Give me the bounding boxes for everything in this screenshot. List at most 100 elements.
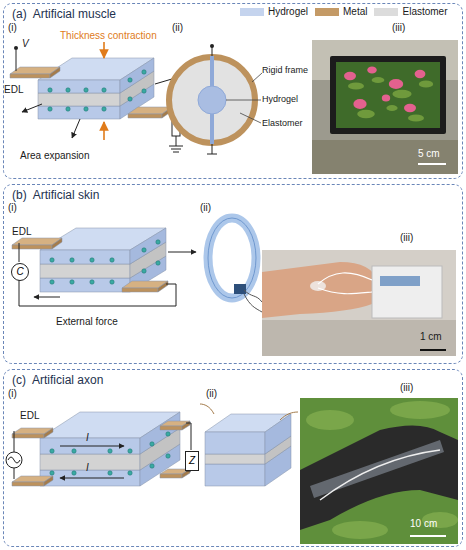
- slab-front: [128, 114, 162, 118]
- section-panel: (b)Artificial skinC: [3, 184, 463, 364]
- slab-front: [205, 432, 265, 454]
- ion-dot: [48, 88, 52, 92]
- arrow: [103, 42, 105, 58]
- ion-dot: [66, 88, 70, 92]
- wire: [244, 294, 262, 312]
- leader-line: [240, 113, 261, 123]
- legend-item: Metal: [315, 6, 367, 17]
- panel-heading: (a) Artificial muscle: [12, 7, 116, 21]
- ion-dot: [50, 449, 54, 453]
- arrow: [72, 119, 80, 138]
- ion-dot: [166, 432, 170, 436]
- legend-text: Hydrogel: [268, 6, 308, 17]
- blossom: [344, 72, 356, 80]
- panel-title: (a): [12, 7, 27, 21]
- legend-item: Elastomer: [374, 6, 447, 17]
- part-label: EDL: [12, 226, 31, 237]
- leader-line: [252, 73, 262, 82]
- slab-front: [122, 288, 158, 292]
- ion-dot: [142, 269, 146, 273]
- axon-block: [200, 404, 298, 486]
- ion-dot: [48, 107, 52, 111]
- wire: [212, 144, 213, 154]
- photo-bg: [312, 40, 458, 174]
- metal-electrode: [128, 107, 172, 118]
- ground-symbol: [171, 149, 181, 150]
- legend-swatch: [240, 8, 264, 16]
- photo-skin: [262, 250, 456, 356]
- part-label: (i): [8, 202, 17, 213]
- wire: [280, 412, 298, 420]
- ion-dot: [70, 258, 74, 262]
- photo-bg: [300, 398, 458, 544]
- arrow: [168, 252, 196, 253]
- part-label: (i): [8, 388, 17, 399]
- ion-dot: [128, 78, 132, 82]
- leaf: [348, 82, 364, 89]
- ion-dot: [108, 449, 112, 453]
- legend-item: Hydrogel: [240, 6, 308, 17]
- slab-front: [40, 438, 140, 454]
- scale-bar: [420, 349, 446, 351]
- ion-dot: [156, 240, 160, 244]
- layer-slab: [38, 58, 154, 93]
- ion-dot: [128, 97, 132, 101]
- part-label: (i): [8, 22, 17, 33]
- arm: [262, 262, 378, 318]
- ion-dot: [102, 88, 106, 92]
- metal-electrode: [12, 428, 53, 438]
- ion-dot: [110, 258, 114, 262]
- slab-front: [205, 464, 265, 486]
- leaf: [419, 80, 433, 87]
- impedance-box: Z: [185, 451, 199, 471]
- panel-title: Artificial muscle: [33, 7, 116, 21]
- arrow: [60, 446, 124, 447]
- ion-dot: [84, 88, 88, 92]
- ground-symbol: [169, 146, 183, 147]
- component-symbol: C: [16, 267, 23, 277]
- wire: [16, 50, 17, 71]
- grass-patch: [390, 401, 450, 419]
- grass-patch: [306, 410, 354, 430]
- ion-dot: [150, 464, 154, 468]
- slab-front: [40, 278, 130, 292]
- blossom: [353, 99, 366, 109]
- slab-front: [40, 264, 130, 278]
- slab-side: [158, 281, 168, 292]
- ion-dot: [90, 280, 94, 284]
- slab-front: [160, 474, 182, 478]
- ion-dot: [142, 70, 146, 74]
- slab-front: [12, 245, 52, 249]
- sleeve: [300, 425, 458, 530]
- wire: [244, 290, 262, 302]
- ac-sine: [8, 457, 20, 463]
- part-label: I: [86, 462, 89, 473]
- component-symbol: Z: [189, 456, 195, 466]
- part-label: Hydrogel: [262, 95, 298, 105]
- wire: [186, 423, 191, 450]
- wire: [176, 136, 177, 146]
- part-label: External force: [56, 316, 118, 327]
- part-label: EDL: [20, 410, 39, 421]
- ion-dot: [50, 471, 54, 475]
- wire: [200, 404, 214, 414]
- part-label: Area expansion: [20, 150, 90, 161]
- arrow: [22, 104, 42, 112]
- slab-front: [10, 74, 50, 78]
- terminal-dot: [14, 46, 18, 50]
- ion-dot: [166, 454, 170, 458]
- wire: [19, 280, 176, 306]
- legend: Hydrogel Metal Elastomer: [240, 6, 455, 17]
- panel-title: (b): [12, 188, 27, 202]
- slab-side: [44, 476, 53, 486]
- part-label: 10 cm: [410, 518, 437, 529]
- ion-dot: [72, 449, 76, 453]
- blossom: [367, 67, 377, 74]
- legend-text: Elastomer: [402, 6, 447, 17]
- leaf: [372, 77, 385, 83]
- wristband: [208, 218, 262, 312]
- ion-dot: [128, 471, 132, 475]
- ac-source: [6, 452, 22, 468]
- ion-dot: [70, 280, 74, 284]
- screen-image: [336, 62, 440, 128]
